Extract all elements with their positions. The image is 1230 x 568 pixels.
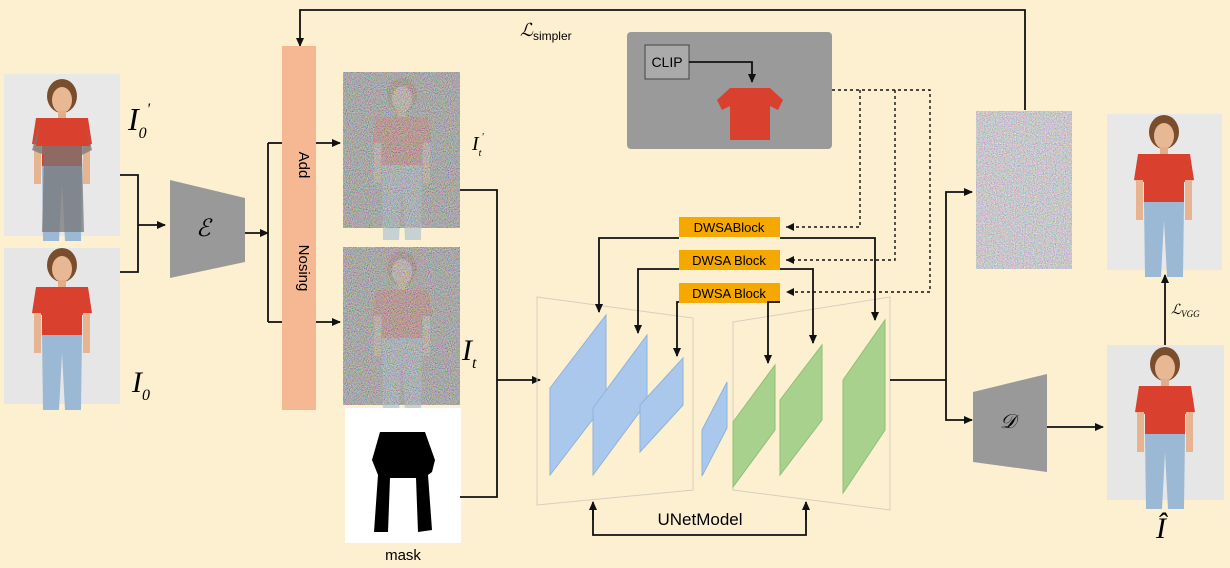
predicted-noise-image: [976, 111, 1072, 269]
label-it: It: [461, 334, 477, 372]
dwsa-block-2: DWSA Block: [679, 250, 780, 270]
dwsa-block-3: DWSA Block: [679, 283, 780, 303]
label-i0-prime: I0': [127, 101, 151, 142]
mask-label: mask: [385, 547, 421, 563]
svg-text:DWSA Block: DWSA Block: [692, 253, 766, 268]
clip-conditioning-lines: [786, 89, 931, 293]
label-ihat: Î: [1155, 512, 1168, 545]
unet-label: UNetModel: [657, 510, 742, 529]
loss-simpler-label: ℒsimpler: [520, 20, 572, 43]
label-it-prime: It': [471, 132, 484, 159]
noisy-image-it-prime: [343, 72, 460, 240]
garment-image: [717, 88, 783, 140]
decoder-block: 𝒟: [973, 374, 1047, 472]
dwsa-block-1: DWSABlock: [679, 217, 780, 237]
clip-label: CLIP: [651, 54, 682, 70]
noisy-image-it: [343, 247, 460, 413]
input-image-i0-prime: [4, 74, 120, 241]
add-label: Add: [295, 152, 312, 179]
svg-text:DWSABlock: DWSABlock: [694, 220, 765, 235]
output-image-ihat: [1107, 345, 1224, 509]
mask-image: [345, 408, 461, 543]
label-i0: I0: [131, 366, 150, 404]
clip-panel: CLIP: [627, 32, 832, 149]
encoder-symbol: ℰ: [196, 216, 213, 242]
encoder-block: ℰ: [170, 180, 245, 278]
unet-decoder-layer-3: [842, 318, 886, 495]
nosing-label: Nosing: [295, 245, 312, 292]
target-image: [1107, 114, 1222, 277]
loss-simpler-loop: ℒsimpler: [296, 9, 1026, 110]
unet-decoder-layer-1: [732, 363, 776, 489]
add-nosing-bar: Add Nosing: [282, 46, 316, 410]
unet-bottleneck-layer: [701, 381, 728, 477]
unet-decoder-layer-2: [779, 343, 823, 477]
unet-model: [536, 296, 891, 511]
decoder-symbol: 𝒟: [1000, 411, 1020, 433]
unet-encoder-layer-3: [639, 356, 684, 454]
svg-text:DWSA Block: DWSA Block: [692, 286, 766, 301]
input-image-i0: [4, 248, 120, 410]
loss-vgg-label: ℒVGG: [1171, 303, 1200, 319]
